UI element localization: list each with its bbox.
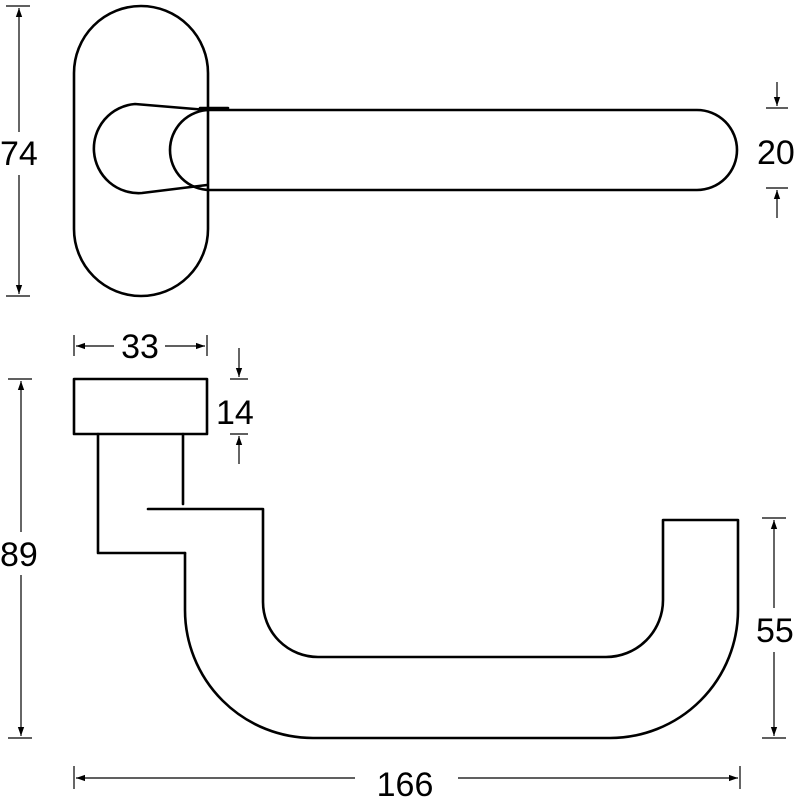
dim-total-height: 89: [0, 378, 38, 739]
dim-74-label: 74: [0, 135, 38, 173]
dim-rose-width: 33: [73, 328, 208, 366]
dim-lever-length: 166: [73, 766, 741, 800]
dim-14-label: 14: [216, 394, 254, 432]
dim-rose-depth: 14: [216, 348, 254, 464]
lever-grip: [168, 108, 739, 192]
side-view: [72, 377, 740, 740]
lever-neck: [92, 102, 209, 195]
dim-20-label: 20: [757, 134, 795, 172]
dim-rose-height: 74: [0, 5, 38, 297]
dim-89-label: 89: [0, 536, 38, 574]
dim-55-label: 55: [756, 612, 794, 650]
dim-lever-thickness: 20: [757, 82, 795, 218]
u-shaped-lever: [183, 507, 740, 740]
dim-33-label: 33: [121, 328, 159, 366]
spindle-neck: [96, 432, 187, 555]
rose-plate: [72, 4, 210, 298]
dim-166-label: 166: [377, 766, 434, 800]
front-view: [72, 4, 739, 298]
dim-lever-projection: 55: [756, 517, 794, 739]
rose-side: [72, 377, 209, 436]
